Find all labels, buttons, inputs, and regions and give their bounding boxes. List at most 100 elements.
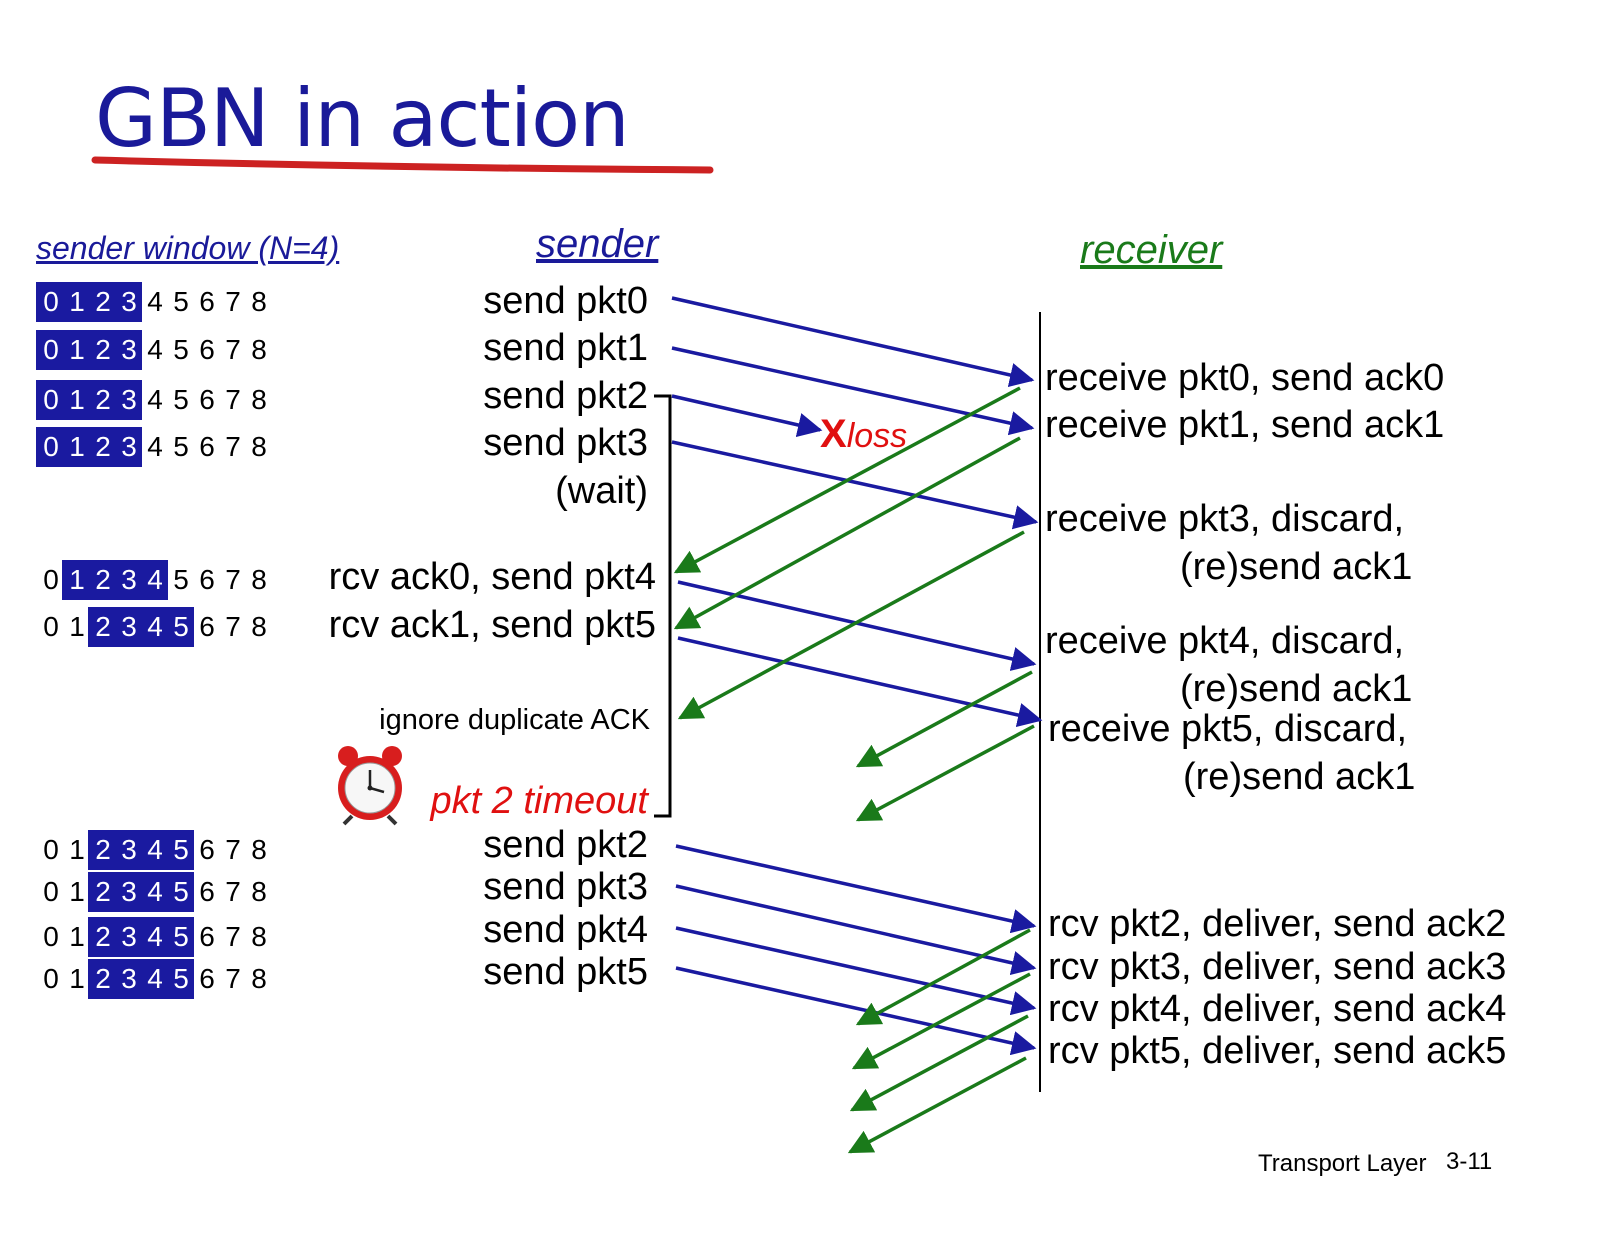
receiver-event: rcv pkt3, deliver, send ack3 [1048,946,1507,988]
loss-marker: Xloss [820,412,907,457]
ack-arrow [855,724,1035,822]
sequence-number: 1 [69,431,85,462]
sequence-number: 4 [147,611,163,642]
sequence-number: 6 [199,431,215,462]
sequence-number: 8 [251,334,267,365]
page-title: GBN in action [95,72,630,165]
sequence-number: 8 [251,921,267,952]
sender-event: send pkt2 [483,824,648,866]
sequence-number: 2 [95,384,111,415]
sequence-number: 3 [121,384,137,415]
window-highlight [88,917,194,957]
sequence-number: 1 [69,384,85,415]
sequence-number: 1 [69,611,85,642]
sequence-number: 6 [199,876,215,907]
sequence-number: 7 [225,334,241,365]
sequence-number: 8 [251,564,267,595]
sequence-number: 3 [121,963,137,994]
packet-arrow [671,346,1035,436]
sequence-number: 1 [69,834,85,865]
sequence-number: 0 [43,611,59,642]
sequence-number: 8 [251,963,267,994]
sequence-number: 7 [225,611,241,642]
sender-event: send pkt3 [483,422,648,464]
sequence-number: 4 [147,921,163,952]
sequence-number: 8 [251,611,267,642]
sequence-number: 1 [69,876,85,907]
sequence-number: 2 [95,611,111,642]
sequence-number: 4 [147,286,163,317]
sequence-number: 5 [173,431,189,462]
packet-arrow-lost [671,394,823,438]
sender-event: send pkt5 [483,951,648,993]
receiver-event: (re)send ack1 [1183,756,1416,798]
sequence-number: 2 [95,431,111,462]
ack-arrow [677,530,1025,720]
alarm-clock-icon [338,746,402,826]
sequence-number: 0 [43,384,59,415]
sequence-number: 0 [43,921,59,952]
sequence-number: 0 [43,431,59,462]
sequence-number: 4 [147,834,163,865]
sequence-number: 3 [121,611,137,642]
sequence-number: 2 [95,334,111,365]
window-highlight [36,380,142,420]
sender-window-header: sender window (N=4) [36,230,340,266]
receiver-event: rcv pkt4, deliver, send ack4 [1048,988,1507,1030]
receiver-event: (re)send ack1 [1180,546,1413,588]
sequence-number: 4 [147,564,163,595]
sequence-number: 7 [225,834,241,865]
sequence-number: 8 [251,384,267,415]
receiver-header: receiver [1080,228,1223,272]
timer-bracket [654,394,672,818]
sequence-number: 2 [95,834,111,865]
sequence-number: 5 [173,876,189,907]
sequence-number: 7 [225,921,241,952]
loss-x-mark: X [820,412,847,456]
sequence-number: 6 [199,564,215,595]
sequence-number: 3 [121,431,137,462]
sender-header: sender [536,222,659,266]
window-highlight [88,959,194,999]
sender-event: send pkt0 [483,280,648,322]
sequence-number: 5 [173,611,189,642]
sequence-number: 5 [173,384,189,415]
timeout-label: pkt 2 timeout [430,780,648,822]
receiver-event: receive pkt3, discard, [1045,498,1405,540]
packet-arrow [675,966,1037,1056]
sequence-number: 4 [147,876,163,907]
sender-event: rcv ack1, send pkt5 [328,604,656,646]
sequence-number: 0 [43,564,59,595]
receiver-event: rcv pkt5, deliver, send ack5 [1048,1030,1507,1072]
sequence-number: 3 [121,564,137,595]
sequence-number: 5 [173,921,189,952]
sequence-number: 5 [173,334,189,365]
receiver-event: rcv pkt2, deliver, send ack2 [1048,903,1507,945]
sequence-number: 6 [199,834,215,865]
packet-arrow [677,636,1043,728]
receiver-event: receive pkt1, send ack1 [1045,404,1445,446]
packet-arrow [675,844,1037,934]
window-highlight [88,872,194,912]
sequence-number: 0 [43,286,59,317]
sequence-number: 2 [95,286,111,317]
sequence-number: 6 [199,921,215,952]
window-highlight [88,607,194,647]
packet-arrow [675,926,1037,1016]
sequence-number: 4 [147,431,163,462]
sequence-number: 6 [199,384,215,415]
sequence-number: 7 [225,431,241,462]
window-highlight [36,427,142,467]
sequence-number: 6 [199,286,215,317]
sequence-number: 0 [43,334,59,365]
sequence-number: 5 [173,564,189,595]
footer-page: 3-11 [1446,1148,1493,1175]
sequence-number: 4 [147,963,163,994]
